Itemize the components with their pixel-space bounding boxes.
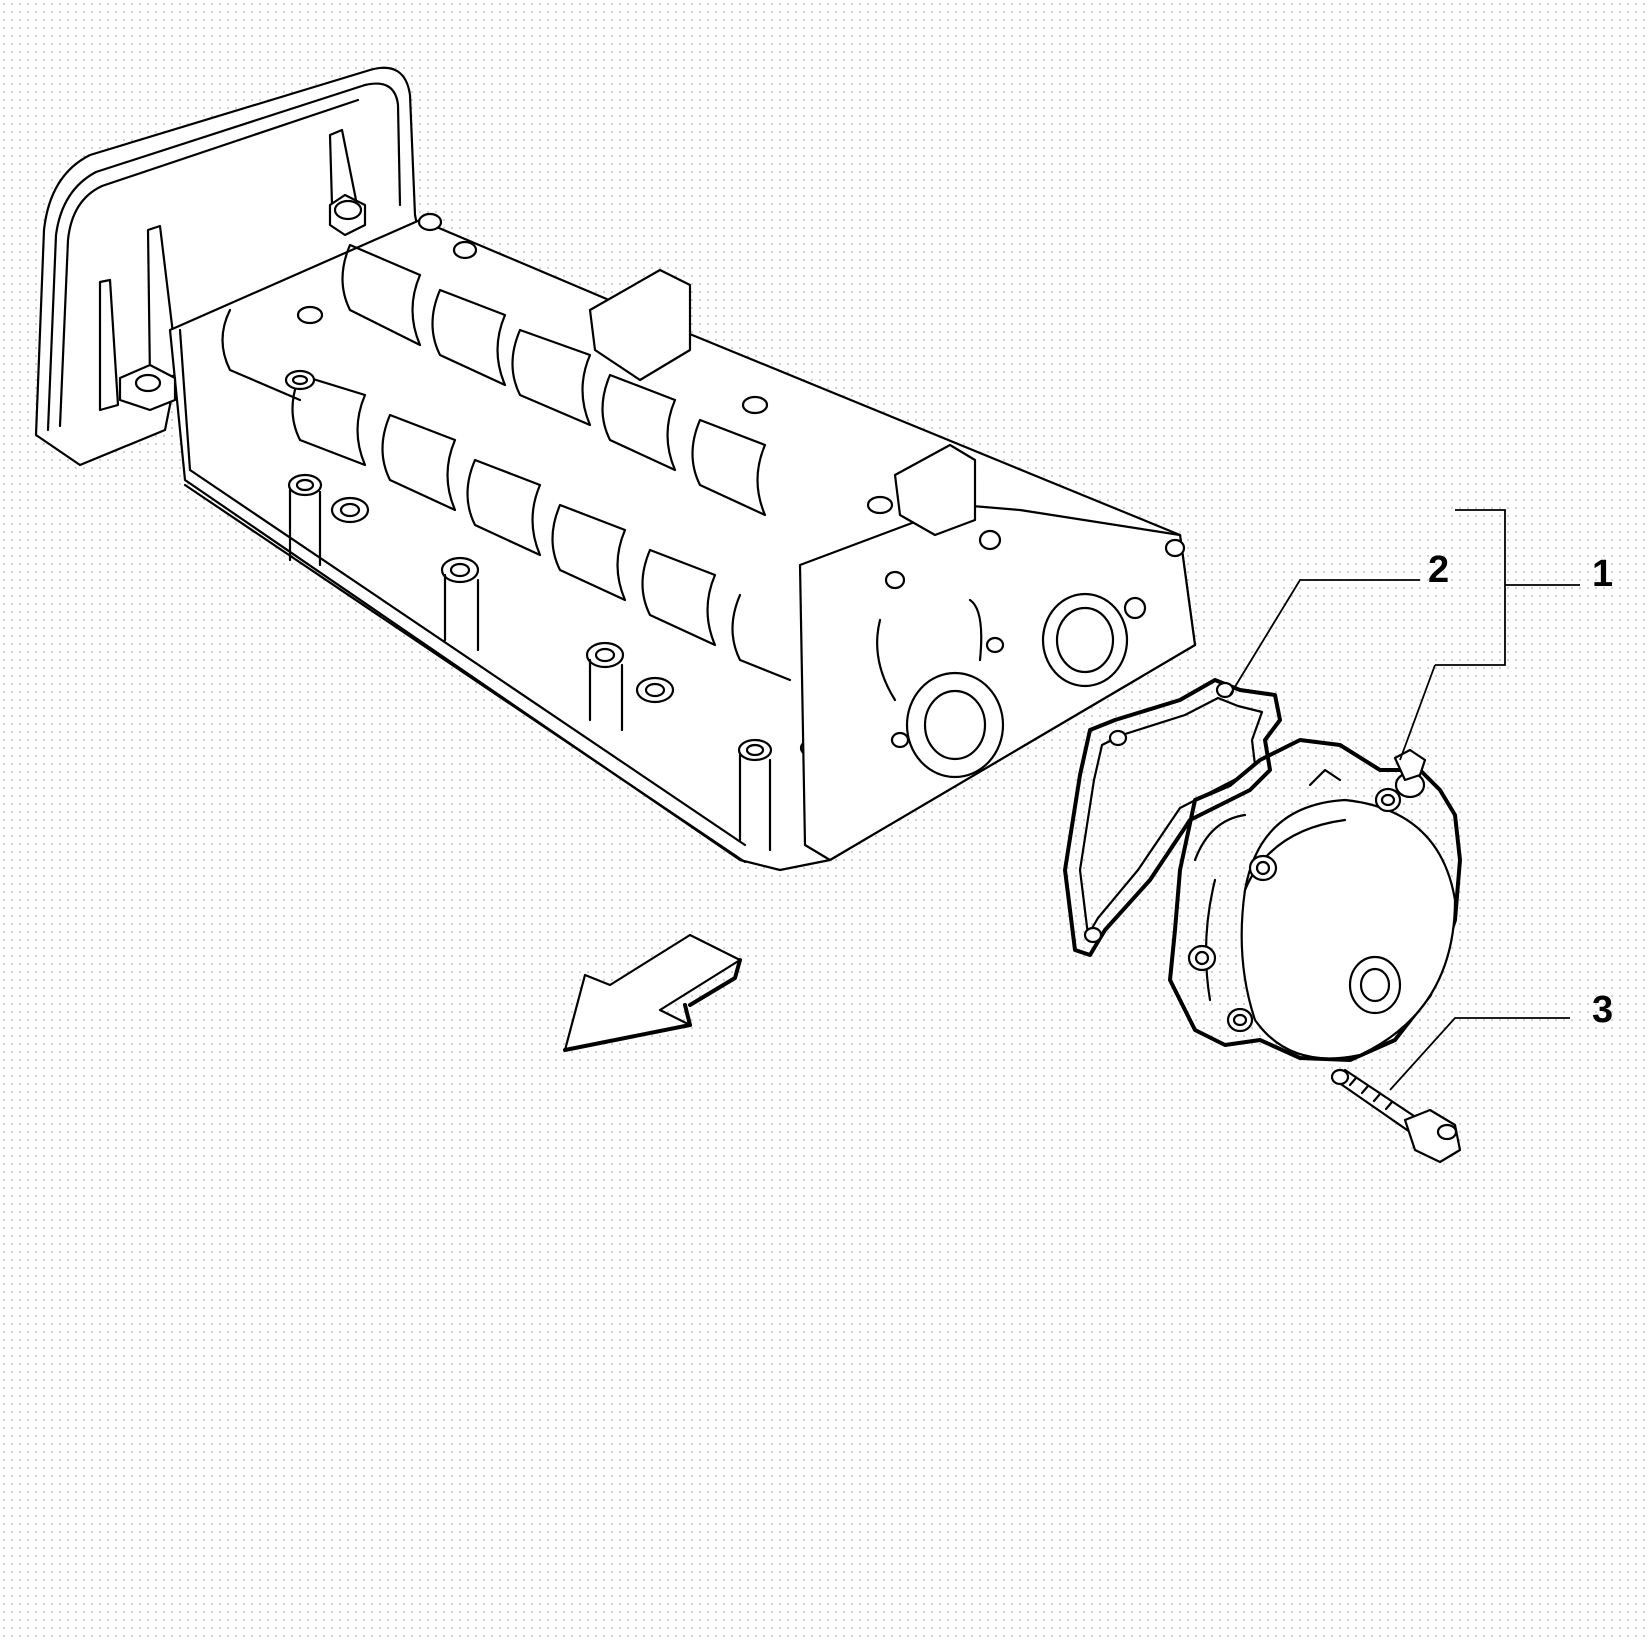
bolt-bosses [284,305,918,762]
camshaft-carrier-assembly [34,66,1197,872]
bearing-caps-upper [118,193,478,412]
callout-1: 1 [1592,553,1613,595]
callout-2: 2 [1428,549,1449,591]
front-direction-arrow-icon [563,933,742,1052]
head-front-plate [798,503,1197,862]
mounting-bolt [1330,1068,1462,1164]
leader-lines [1229,509,1580,1091]
camshaft-journals [221,243,792,682]
callout-3: 3 [1592,989,1613,1031]
head-cover-rear [34,66,422,467]
vacuum-pump [1168,738,1462,1062]
